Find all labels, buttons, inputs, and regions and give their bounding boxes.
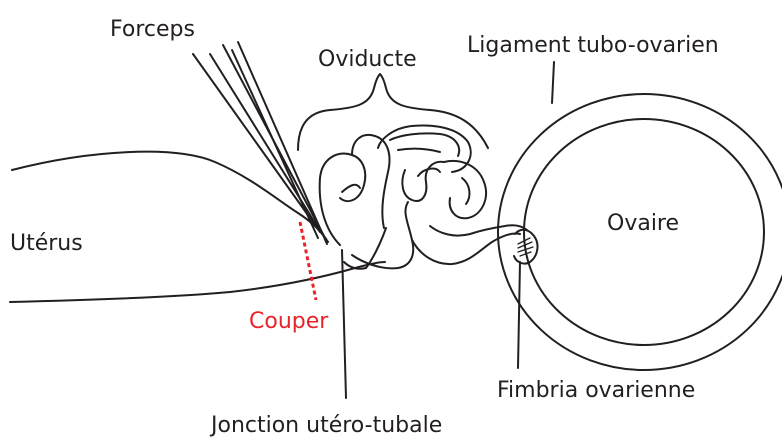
fimbria-leader (518, 262, 520, 368)
jonction-leader (342, 250, 346, 398)
label-oviducte: Oviducte (318, 47, 417, 72)
forceps (193, 42, 327, 244)
label-uterus: Utérus (10, 231, 83, 256)
label-jonction: Jonction utéro-tubale (209, 413, 442, 438)
label-ligament: Ligament tubo-ovarien (467, 33, 719, 58)
label-ovaire: Ovaire (607, 211, 679, 236)
label-couper: Couper (249, 309, 329, 334)
label-forceps: Forceps (110, 17, 195, 42)
uterus (10, 152, 385, 302)
oviduct (320, 126, 527, 269)
label-fimbria: Fimbria ovarienne (497, 378, 695, 403)
ligament-leader (552, 62, 554, 103)
cut-line (300, 222, 316, 300)
